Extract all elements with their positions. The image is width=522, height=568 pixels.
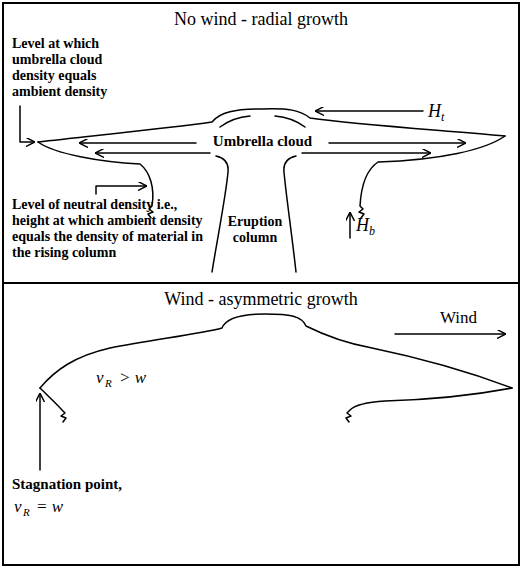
panel-heading: No wind - radial growth [4,4,518,30]
velocity-symbol: v [96,368,104,388]
annotation: Stagnation point, [12,476,122,493]
cloud-lower-right-outline [346,388,512,422]
subscript: b [369,225,375,239]
subscript: t [441,111,444,125]
annotation: Level at which umbrella cloud density eq… [12,36,128,100]
panel: Wind - asymmetric growth [2,282,520,566]
column-wall [212,156,228,272]
cloud-lower-right-outline [359,136,505,218]
subscript: R [23,506,30,519]
annotation: Level of neutral density i.e., height at… [12,197,208,261]
leader-arrow [39,394,41,470]
leader-arrow [20,106,34,142]
wind-arrow [395,333,505,335]
spread-arrow [329,142,465,144]
subscript: R [105,377,112,390]
leader-arrow [349,213,351,238]
panel: No wind - radial growth [2,2,520,284]
leader-arrow [96,186,146,194]
spread-arrow [80,142,196,144]
relation: > w [119,368,146,388]
height-symbol: H [428,101,441,122]
spread-arrow [96,152,210,154]
region-label: Eruption column [222,214,288,246]
cloud-lower-left-outline [40,388,66,422]
panel-heading: Wind - asymmetric growth [4,284,518,310]
dome-inner-curve [220,116,250,127]
spread-arrow [302,152,430,154]
column-wall [284,156,296,272]
dome-inner-curve [275,116,305,127]
region-label: Umbrella cloud [200,133,325,150]
wind-label: Wind [440,308,477,328]
relation: = w [36,497,63,517]
height-symbol: H [356,215,369,236]
leader-arrow [316,110,423,112]
velocity-symbol: v [14,497,22,517]
